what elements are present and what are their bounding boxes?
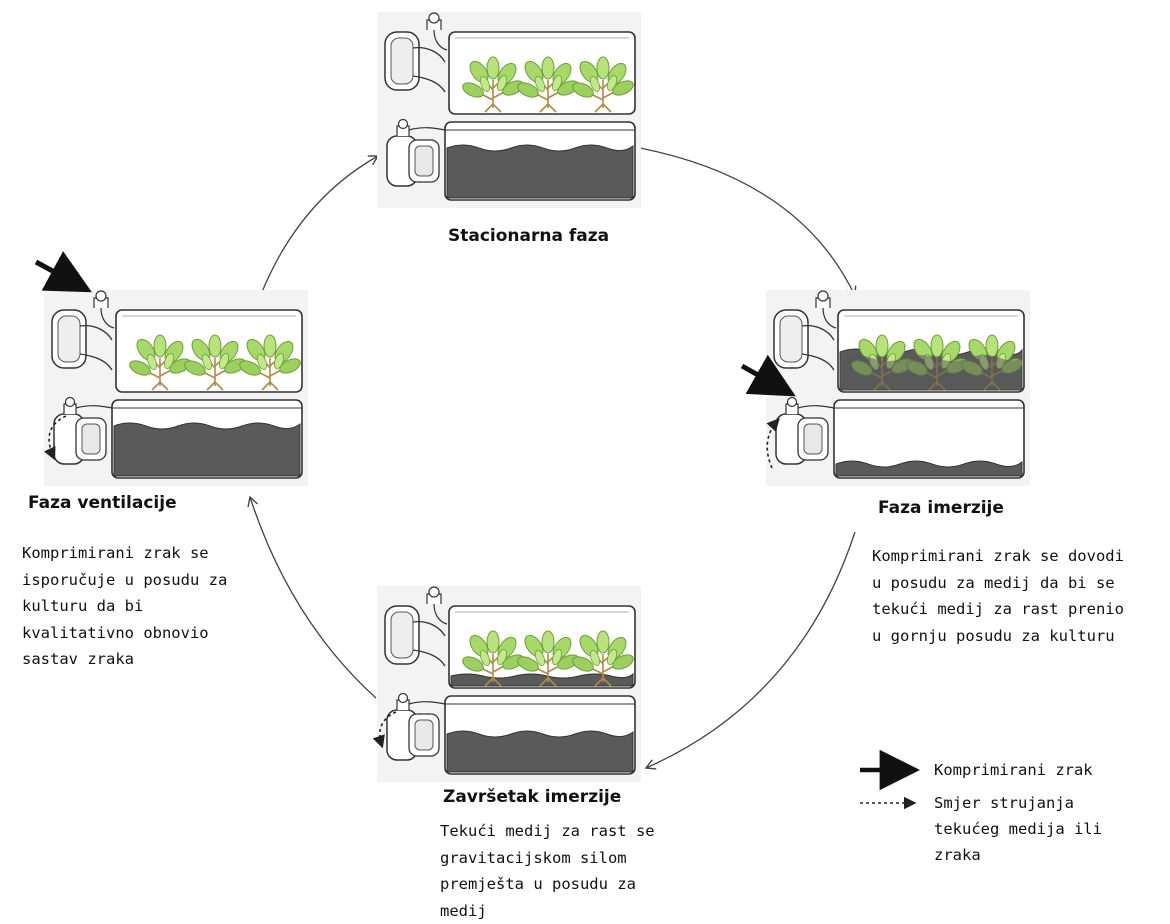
legend-dashed-label: Smjer strujanja tekućeg medija ili zraka (934, 790, 1102, 868)
desc-line: kulturu da bi (22, 597, 144, 615)
desc-line: medij (440, 901, 487, 920)
desc-line: premješta u posudu za (440, 875, 636, 893)
immersion-phase-description: Komprimirani zrak se dovodi u posudu za … (872, 543, 1124, 649)
bioreactor-ventilation (43, 289, 309, 487)
bioreactor-immersion (765, 289, 1031, 487)
bioreactor-end-immersion (376, 585, 642, 783)
end-immersion-phase-title: Završetak imerzije (443, 787, 622, 807)
desc-line: tekući medij za rast prenio (872, 600, 1124, 618)
legend-solid-label: Komprimirani zrak (934, 761, 1093, 779)
cycle-arrow-to-end-immersion (644, 531, 856, 770)
desc-line: gravitacijskom silom (440, 848, 627, 867)
legend-line: tekućeg medija ili (934, 820, 1102, 838)
cycle-arrow-to-stationary (261, 155, 380, 293)
desc-line: Komprimirani zrak se (22, 544, 209, 562)
immersion-phase-title: Faza imerzije (878, 498, 1004, 518)
stationary-phase-title: Stacionarna faza (448, 226, 610, 246)
desc-line: kvalitativno obnovio (22, 623, 209, 642)
dashed-arrow-icon (43, 415, 67, 461)
solid-arrow-icon (740, 354, 796, 397)
desc-line: sastav zraka (22, 650, 134, 668)
desc-line: Komprimirani zrak se dovodi (872, 547, 1124, 565)
ventilation-phase-title: Faza ventilacije (28, 493, 177, 513)
solid-arrow-icon (34, 251, 92, 293)
desc-line: Tekući medij za rast se (440, 822, 655, 840)
cycle-arrow-to-immersion (639, 147, 857, 298)
dashed-arrow-icon (372, 711, 397, 749)
ventilation-phase-description: Komprimirani zrak se isporučuje u posudu… (22, 540, 227, 673)
bioreactor-stationary (376, 11, 642, 209)
desc-line: u gornju posudu za kulturu (872, 626, 1115, 645)
desc-line: isporučuje u posudu za (22, 570, 228, 589)
dashed-arrow-icon (766, 418, 780, 469)
legend-line: zraka (934, 846, 981, 864)
cycle-arrow-to-ventilation (247, 495, 377, 699)
end-immersion-phase-description: Tekući medij za rast se gravitacijskom s… (440, 818, 655, 924)
desc-line: u posudu za medij da bi se (872, 573, 1115, 592)
legend-line: Smjer strujanja (934, 794, 1074, 812)
